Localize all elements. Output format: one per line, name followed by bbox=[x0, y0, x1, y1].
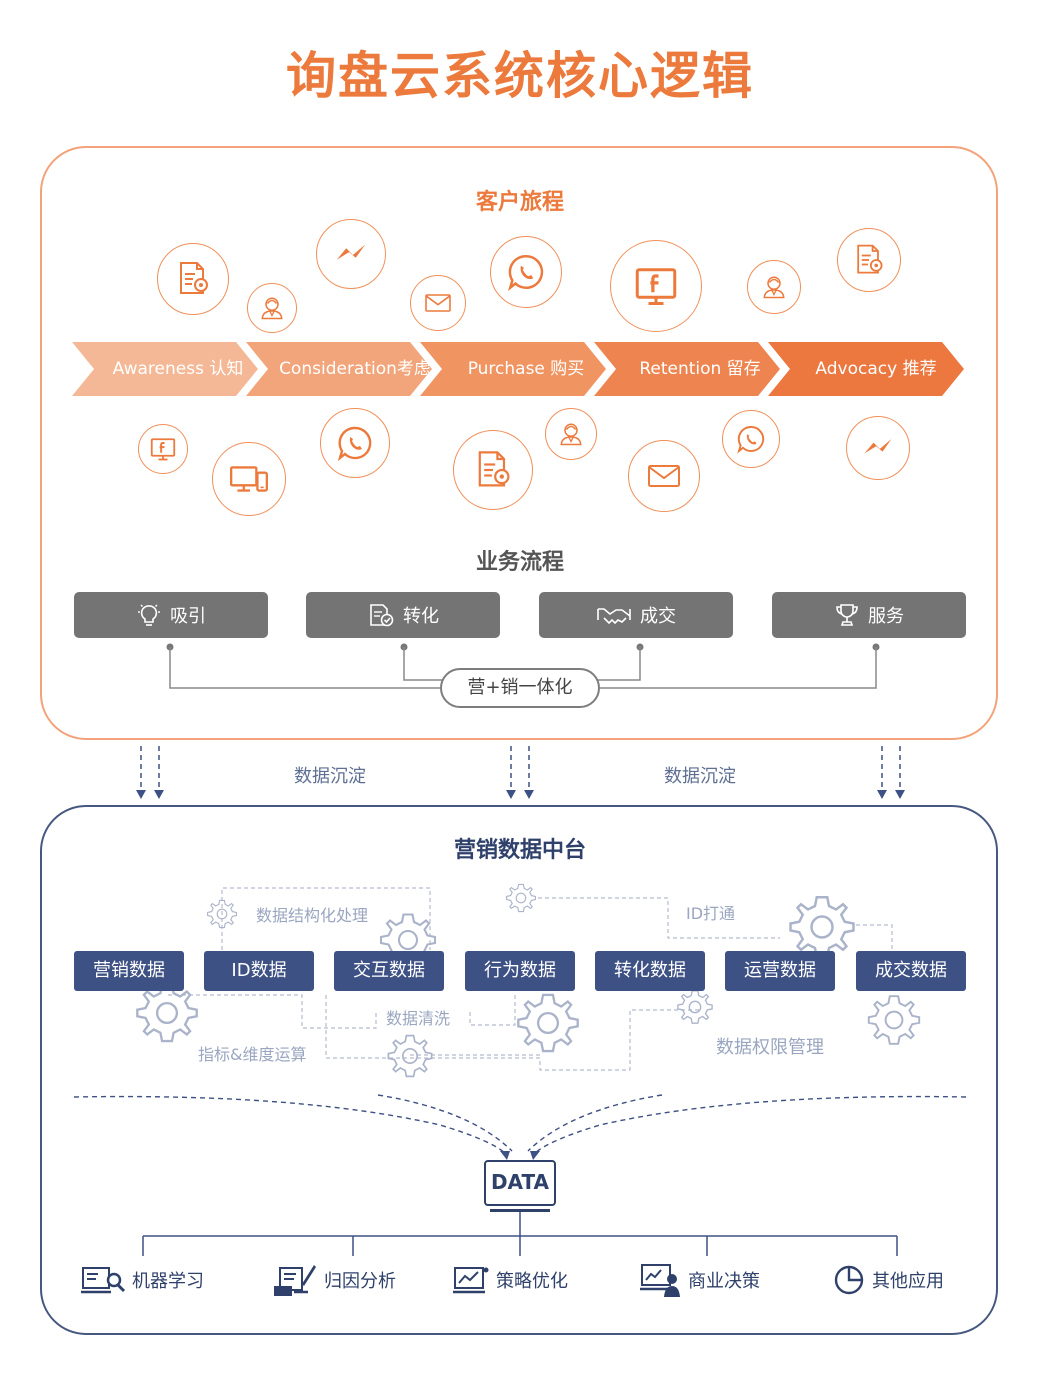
document-gear-icon bbox=[837, 228, 901, 292]
lightbulb-icon bbox=[138, 604, 160, 626]
app-machine-learning: 机器学习 bbox=[80, 1262, 204, 1298]
journey-title: 客户旅程 bbox=[475, 190, 564, 215]
messenger-icon bbox=[846, 416, 910, 480]
handshake-icon bbox=[597, 608, 631, 625]
machine-learning-icon bbox=[81, 1267, 126, 1294]
pie-chart-icon bbox=[834, 1265, 864, 1295]
document-gear-icon bbox=[157, 243, 229, 315]
business-decision-icon bbox=[640, 1264, 680, 1297]
business-process-title: 业务流程 bbox=[475, 550, 564, 575]
journey-stage-chevron bbox=[246, 342, 432, 396]
marketing-sales-integration: 营+销一体化 bbox=[440, 668, 600, 708]
data-sediment-label: 数据沉淀 bbox=[664, 766, 736, 787]
step-attract: 吸引 bbox=[74, 592, 268, 638]
whatsapp-icon bbox=[490, 236, 562, 308]
business-connector-lines bbox=[166, 643, 880, 689]
app-other-applications: 其他应用 bbox=[832, 1262, 944, 1298]
platform-title: 营销数据中台 bbox=[453, 838, 586, 863]
step-service: 服务 bbox=[772, 592, 966, 638]
data-sediment-label: 数据沉淀 bbox=[294, 766, 366, 787]
stage-consideration: Consideration考虑 bbox=[279, 359, 431, 379]
journey-stage-chevron bbox=[594, 342, 780, 396]
app-business-decision: 商业决策 bbox=[640, 1262, 760, 1298]
data-type-id: ID数据 bbox=[204, 951, 314, 991]
data-type-interaction: 交互数据 bbox=[334, 951, 444, 991]
data-type-operation: 运营数据 bbox=[725, 951, 835, 991]
stage-retention: Retention 留存 bbox=[639, 359, 761, 379]
messenger-icon bbox=[316, 219, 386, 289]
process-metrics: 指标&维度运算 bbox=[198, 1045, 307, 1064]
app-label: 商业决策 bbox=[688, 1271, 760, 1292]
step-label: 吸引 bbox=[170, 606, 206, 627]
customer-avatar-icon bbox=[545, 408, 597, 460]
customer-avatar-icon bbox=[747, 260, 801, 314]
trophy-icon bbox=[836, 604, 858, 626]
app-label: 策略优化 bbox=[496, 1271, 568, 1292]
app-label: 机器学习 bbox=[132, 1271, 204, 1292]
data-hub: DATA bbox=[484, 1160, 556, 1206]
marketing-data-platform-panel bbox=[40, 805, 998, 1335]
strategy-chart-icon bbox=[453, 1267, 489, 1294]
customer-avatar-icon bbox=[247, 283, 297, 333]
app-attribution-analysis: 归因分析 bbox=[272, 1262, 396, 1298]
data-type-behavior: 行为数据 bbox=[465, 951, 575, 991]
mail-icon bbox=[410, 275, 466, 331]
whatsapp-icon bbox=[722, 410, 780, 468]
customer-journey-panel bbox=[40, 146, 998, 740]
data-type-deal: 成交数据 bbox=[856, 951, 966, 991]
step-label: 服务 bbox=[868, 606, 904, 627]
facebook-monitor-icon bbox=[610, 240, 702, 332]
app-label: 归因分析 bbox=[324, 1271, 396, 1292]
data-hub-base bbox=[490, 1209, 550, 1212]
attribution-analysis-icon bbox=[274, 1265, 316, 1296]
journey-stage-chevron bbox=[420, 342, 606, 396]
document-gear-icon bbox=[453, 430, 533, 510]
page-title: 询盘云系统核心逻辑 bbox=[286, 47, 754, 105]
process-id-linking: ID打通 bbox=[686, 904, 736, 923]
app-label: 其他应用 bbox=[872, 1271, 944, 1292]
data-type-marketing: 营销数据 bbox=[74, 951, 184, 991]
data-process-network bbox=[0, 870, 1040, 1090]
step-convert: 转化 bbox=[306, 592, 500, 638]
process-structuring: 数据结构化处理 bbox=[256, 906, 369, 925]
app-strategy-optimization: 策略优化 bbox=[452, 1262, 568, 1298]
data-type-conversion: 转化数据 bbox=[595, 951, 705, 991]
stage-purchase: Purchase 购买 bbox=[467, 359, 585, 379]
stage-advocacy: Advocacy 推荐 bbox=[815, 359, 937, 379]
journey-stage-chevron bbox=[768, 342, 964, 396]
devices-icon bbox=[212, 442, 286, 516]
data-convergence-arrows bbox=[73, 1094, 967, 1160]
step-label: 成交 bbox=[640, 606, 676, 627]
process-permissions: 数据权限管理 bbox=[716, 1037, 824, 1058]
step-label: 转化 bbox=[403, 606, 439, 627]
journey-stage-chevron bbox=[72, 342, 258, 396]
data-sediment-arrows bbox=[136, 746, 905, 799]
document-check-icon bbox=[370, 604, 394, 627]
facebook-monitor-icon bbox=[138, 424, 188, 474]
step-deal: 成交 bbox=[539, 592, 733, 638]
stage-awareness: Awareness 认知 bbox=[112, 359, 244, 379]
application-tree-lines bbox=[142, 1212, 898, 1256]
journey-chevrons bbox=[72, 342, 964, 396]
mail-icon bbox=[628, 440, 700, 512]
whatsapp-icon bbox=[320, 408, 390, 478]
process-cleaning: 数据清洗 bbox=[386, 1009, 451, 1028]
